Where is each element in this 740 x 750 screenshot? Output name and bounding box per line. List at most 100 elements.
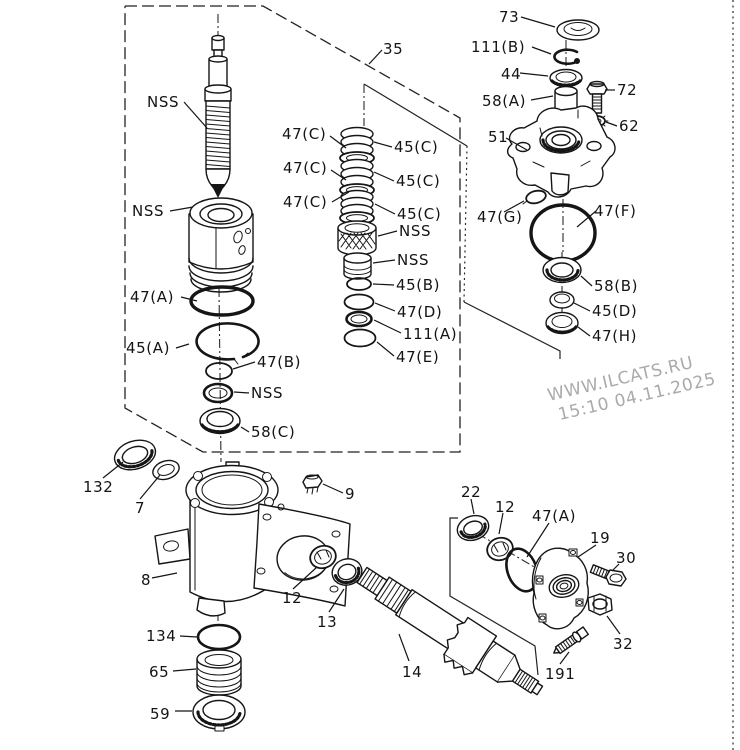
- worm-shaft: [204, 34, 232, 208]
- callout-14: 14: [398, 633, 422, 681]
- callout-47D: 47(D): [374, 302, 442, 321]
- label-132: 132: [83, 478, 113, 496]
- ring-111A: [345, 310, 373, 328]
- callout-nss-spacer: NSS: [372, 251, 428, 269]
- oring-47G: [522, 189, 547, 205]
- label-nss-valve: NSS: [132, 202, 164, 220]
- nut-32: [587, 593, 613, 616]
- label-47A: 47(A): [130, 288, 174, 306]
- seal-12-right: [486, 536, 514, 562]
- ring-nss-left: [202, 382, 234, 404]
- callout-45A: 45(A): [126, 339, 190, 357]
- worm-threads: [205, 105, 231, 167]
- callout-47C-3: 47(C): [283, 191, 350, 211]
- label-47B: 47(B): [257, 353, 301, 371]
- callout-9: 9: [322, 483, 355, 503]
- label-47H: 47(H): [592, 327, 637, 345]
- valve-body: [188, 197, 254, 293]
- callout-35: 35: [368, 40, 403, 65]
- callout-nss-sleeve: NSS: [377, 222, 431, 240]
- label-7: 7: [135, 499, 145, 517]
- callout-47H: 47(H): [577, 326, 637, 345]
- callout-73: 73: [499, 8, 556, 28]
- callout-191: 191: [545, 651, 575, 683]
- snap-ring-111B: [553, 48, 580, 66]
- label-47F: 47(F): [594, 202, 636, 220]
- callout-47B: 47(B): [232, 353, 301, 371]
- callout-22: 22: [461, 483, 481, 515]
- bolt-72: [586, 80, 608, 114]
- ring-47D: [343, 293, 375, 311]
- watermark: WWW.ILCATS.RU 15:10 04.11.2025: [546, 353, 718, 425]
- callout-134: 134: [146, 627, 198, 645]
- label-45D: 45(D): [592, 302, 637, 320]
- callout-65: 65: [149, 663, 197, 681]
- oring-47A: [189, 285, 255, 317]
- label-65: 65: [149, 663, 169, 681]
- callout-13: 13: [317, 588, 345, 631]
- bearing-58C: [199, 407, 241, 435]
- callout-12-left: 12: [282, 566, 318, 607]
- gear-housing-8: [154, 461, 351, 617]
- label-30: 30: [616, 549, 636, 567]
- sector-shaft-14: [356, 566, 544, 696]
- seal-47H: [545, 311, 579, 335]
- label-13: 13: [317, 613, 337, 631]
- callout-58A: 58(A): [482, 92, 554, 110]
- callouts: NSS NSS 47(A) 45(A) 47(B) NSS 58(C) 47(: [83, 8, 639, 723]
- label-19: 19: [590, 529, 610, 547]
- label-45C-1: 45(C): [394, 138, 438, 156]
- plug-65: [196, 649, 242, 696]
- callout-62: 62: [605, 117, 639, 135]
- snap-ring-45A: [195, 322, 260, 365]
- label-9: 9: [345, 485, 355, 503]
- callout-32: 32: [606, 615, 633, 653]
- callout-45B: 45(B): [372, 276, 439, 294]
- callout-47A: 47(A): [130, 288, 198, 306]
- bearing-58B: [542, 256, 582, 284]
- knurl-texture: [338, 232, 376, 250]
- label-47A-right: 47(A): [532, 507, 576, 525]
- label-59: 59: [150, 705, 170, 723]
- callout-45C-3: 45(C): [374, 203, 441, 223]
- oring-47B: [205, 362, 233, 380]
- callout-47C-2: 47(C): [283, 159, 347, 181]
- bolt-9: [302, 474, 323, 495]
- label-nss-ring: NSS: [251, 384, 283, 402]
- nss-knurled-sleeve: [337, 220, 377, 256]
- callout-nss-ring: NSS: [233, 384, 283, 402]
- label-nss-sleeve: NSS: [399, 222, 431, 240]
- locknut-59: [192, 694, 246, 732]
- callout-58B: 58(B): [580, 275, 637, 295]
- label-47C-1: 47(C): [282, 125, 326, 143]
- seal-12-left: [309, 544, 337, 570]
- end-cover-51: [506, 105, 616, 198]
- ring-45D: [549, 291, 575, 309]
- callout-45C-2: 45(C): [373, 171, 440, 190]
- callout-45C-1: 45(C): [373, 138, 438, 156]
- callout-47A-right: 47(A): [526, 507, 576, 558]
- callout-8: 8: [141, 571, 178, 589]
- callout-47E: 47(E): [376, 341, 439, 366]
- callout-7: 7: [135, 474, 161, 517]
- label-58A: 58(A): [482, 92, 526, 110]
- label-12-left: 12: [282, 589, 302, 607]
- grouping-boxes: [124, 0, 734, 750]
- callout-nss-valve: NSS: [132, 202, 194, 220]
- callout-111A: 111(A): [373, 319, 457, 343]
- label-191: 191: [545, 665, 575, 683]
- oring-134: [196, 623, 242, 651]
- label-45C-3: 45(C): [397, 205, 441, 223]
- callout-47G: 47(G): [477, 200, 525, 226]
- label-47G: 47(G): [477, 208, 522, 226]
- label-47D: 47(D): [397, 303, 442, 321]
- label-14: 14: [402, 663, 422, 681]
- label-62: 62: [619, 117, 639, 135]
- callout-nss-worm: NSS: [147, 93, 208, 129]
- label-134: 134: [146, 627, 176, 645]
- spring-stack: [339, 126, 375, 225]
- bearing-22: [456, 514, 490, 542]
- label-12-right: 12: [495, 498, 515, 516]
- callout-12-right: 12: [495, 498, 515, 535]
- label-58C: 58(C): [251, 423, 295, 441]
